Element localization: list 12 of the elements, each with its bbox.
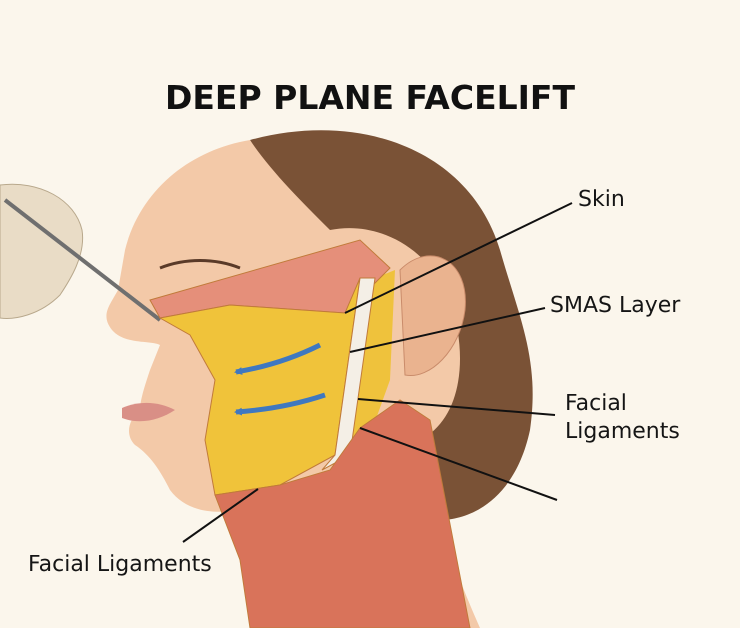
leader-line [182, 488, 259, 543]
smas-flap [158, 278, 360, 496]
ligament-band [322, 278, 376, 470]
part-label: Facial Ligaments [565, 390, 715, 446]
part-label: Skin [578, 186, 625, 214]
part-label: Facial Ligaments [28, 551, 212, 579]
part-label: SMAS Layer [550, 292, 680, 320]
leader-line [344, 202, 572, 314]
title: DEEP PLANE FACELIFT [164, 78, 576, 117]
leader-line [358, 398, 556, 416]
neck-muscle [214, 399, 471, 628]
skin-flap [149, 239, 391, 319]
